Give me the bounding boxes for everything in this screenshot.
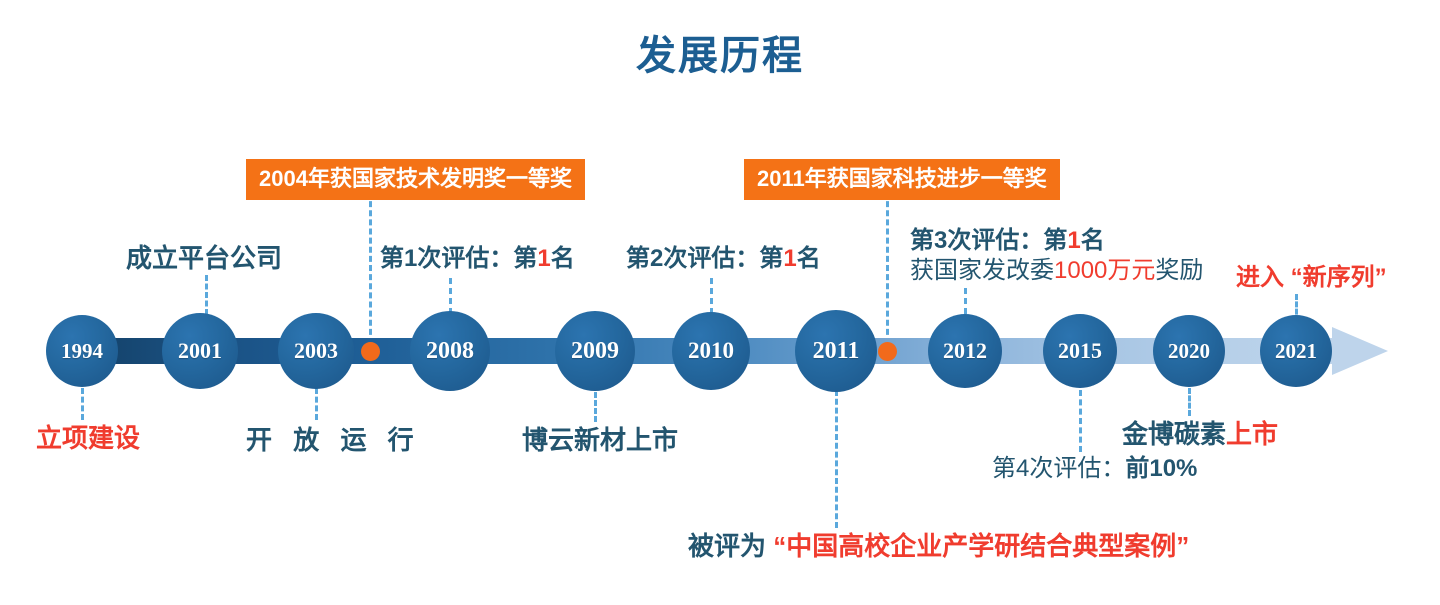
timeline-node-2009[interactable]: 2009: [555, 311, 635, 391]
label-2015: 第4次评估：前10%: [992, 454, 1197, 484]
label-2010-part-0: 第2次评估：第: [626, 245, 784, 272]
label-2015-part-0: 第4次评估：: [992, 455, 1126, 482]
timeline-node-year: 2008: [426, 337, 474, 364]
label-2008-part-0: 第1次评估：第: [380, 245, 538, 272]
timeline-node-2020[interactable]: 2020: [1153, 315, 1225, 387]
timeline-node-year: 2010: [688, 338, 734, 363]
label-2008: 第1次评估：第1名: [380, 244, 575, 274]
timeline-node-2010[interactable]: 2010: [672, 312, 750, 390]
dot-2004: [361, 342, 380, 361]
timeline-node-2003[interactable]: 2003: [278, 313, 354, 389]
label-2020-part-0: 金博碳素: [1122, 419, 1227, 449]
label-2012-line2-part-2: 奖励: [1155, 257, 1204, 284]
label-2009: 博云新材上市: [522, 424, 678, 457]
label-2001-part-0: 成立平台公司: [126, 243, 283, 273]
label-2011-bottom: 被评为 “中国高校企业产学研结合典型案例”: [688, 530, 1189, 563]
label-2020: 金博碳素上市: [1122, 418, 1278, 451]
timeline-node-1994[interactable]: 1994: [46, 315, 118, 387]
dash-2003-down: [315, 388, 318, 420]
label-1994: 立项建设: [36, 422, 140, 455]
label-2003-part-0: 开 放 运 行: [246, 425, 421, 455]
dash-2011-down: [835, 390, 838, 528]
label-2001: 成立平台公司: [126, 242, 282, 275]
timeline-node-2015[interactable]: 2015: [1043, 314, 1117, 388]
dash-2015-down: [1079, 390, 1082, 452]
timeline-node-year: 2012: [943, 338, 987, 363]
timeline-node-2008[interactable]: 2008: [410, 311, 490, 391]
timeline-arrow-icon: [1332, 327, 1388, 375]
timeline-node-year: 2003: [294, 338, 338, 363]
label-2015-part-1: 前10%: [1125, 455, 1198, 482]
label-2021-part-0: 进入 “新序列”: [1236, 264, 1387, 291]
dash-2020-down: [1188, 388, 1191, 416]
timeline-node-2001[interactable]: 2001: [162, 313, 238, 389]
label-2012-line2: 获国家发改委1000万元奖励: [910, 256, 1203, 286]
callout-2004[interactable]: 2004年获国家技术发明奖一等奖: [246, 159, 585, 200]
timeline-node-2011[interactable]: 2011: [795, 310, 877, 392]
label-2012-line1-part-2: 名: [1080, 227, 1105, 254]
timeline-node-year: 2001: [178, 338, 222, 363]
dash-2004-up: [369, 192, 372, 344]
label-2020-part-1: 上市: [1226, 419, 1279, 449]
timeline-node-year: 2009: [571, 337, 619, 364]
label-2012-line2-part-0: 获国家发改委: [910, 257, 1054, 284]
label-2012-line2-part-1: 1000万元: [1054, 257, 1156, 284]
timeline-node-year: 2015: [1058, 338, 1102, 363]
label-1994-part-0: 立项建设: [36, 423, 141, 453]
label-2008-part-2: 名: [550, 245, 575, 272]
timeline-node-year: 2011: [812, 337, 860, 364]
label-2012-line1-part-1: 1: [1067, 227, 1081, 254]
dash-2012-up: [964, 288, 967, 324]
dash-2008-up: [449, 278, 452, 314]
label-2010-part-1: 1: [783, 245, 797, 272]
dash-2021-up: [1295, 294, 1298, 322]
dash-2009-down: [594, 392, 597, 422]
label-2003: 开 放 运 行: [246, 424, 421, 457]
timeline-node-year: 2021: [1275, 338, 1317, 363]
label-2009-part-0: 博云新材上市: [522, 425, 679, 455]
dash-2011-up: [886, 192, 889, 344]
dash-2010-up: [710, 278, 713, 314]
label-2008-part-1: 1: [537, 245, 551, 272]
timeline-node-2012[interactable]: 2012: [928, 314, 1002, 388]
label-2012-line1-part-0: 第3次评估：第: [910, 227, 1068, 254]
page-title: 发展历程: [636, 34, 804, 78]
timeline-node-year: 2020: [1168, 338, 1210, 363]
label-2010-part-2: 名: [796, 245, 821, 272]
timeline-node-2021[interactable]: 2021: [1260, 315, 1332, 387]
label-2012-line1: 第3次评估：第1名: [910, 226, 1105, 256]
callout-2011[interactable]: 2011年获国家科技进步一等奖: [744, 159, 1060, 200]
dash-1994-down: [81, 388, 84, 420]
label-2021: 进入 “新序列”: [1236, 263, 1387, 293]
label-2011-bottom-part-1: “中国高校企业产学研结合典型案例”: [773, 531, 1190, 561]
timeline-node-year: 1994: [61, 338, 103, 363]
label-2011-bottom-part-0: 被评为: [688, 531, 774, 561]
dot-2011: [878, 342, 897, 361]
label-2010: 第2次评估：第1名: [626, 244, 821, 274]
dash-2001-up: [205, 275, 208, 315]
